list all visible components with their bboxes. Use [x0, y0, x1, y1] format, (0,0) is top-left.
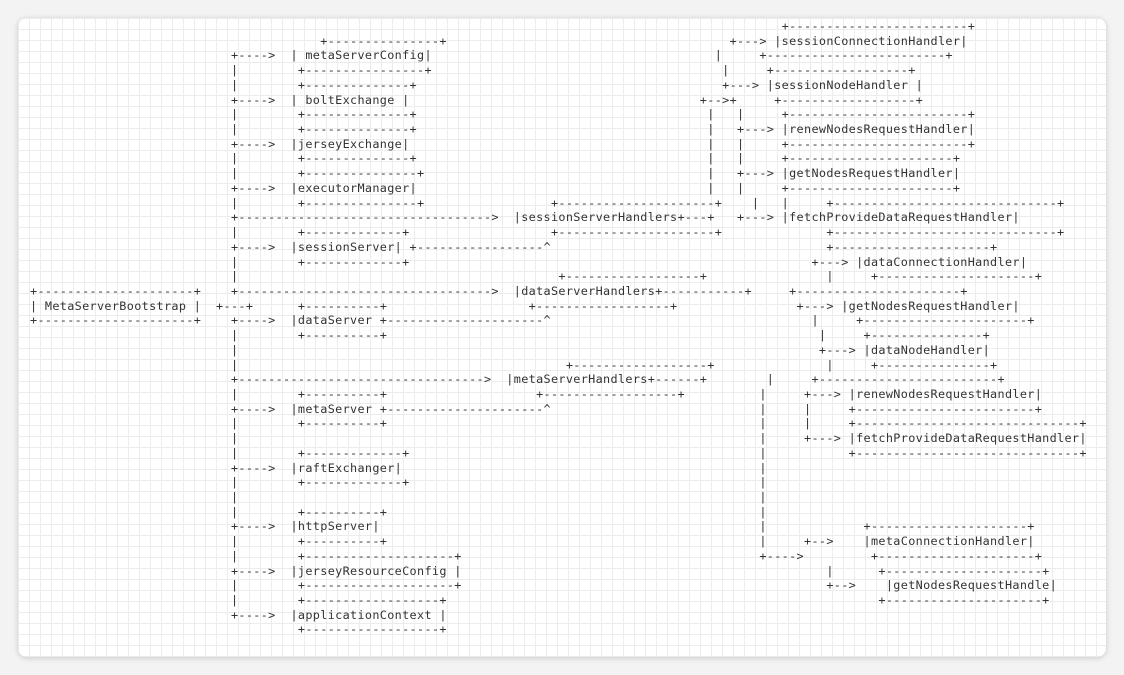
diagram-line: +---------------+ +---> |sessionConnecti… [30, 33, 968, 48]
diagram-line: | +----------+ | [30, 504, 767, 519]
diagram-line: | +--------------+ | | +----------------… [30, 151, 961, 166]
diagram-line: | +------------------+ | +--------------… [30, 357, 998, 372]
diagram-line: +------------------+ [30, 622, 447, 637]
diagram-line: +------------------------+ [30, 19, 976, 33]
diagram-line: +----> |raftExchanger| | [30, 460, 767, 475]
diagram-line: | +-------------+ | +-------------------… [30, 445, 1087, 460]
diagram-line: +----> |sessionServer| +----------------… [30, 239, 998, 254]
diagram-line: | +--------------------+ +----> +-------… [30, 548, 1043, 563]
diagram-line: | +---------------+ +-------------------… [30, 195, 1065, 210]
diagram-line: +----------------------------------> |se… [30, 210, 1020, 225]
diagram-line: | +------------------+ | +--------------… [30, 269, 1043, 284]
diagram-line: | +-------------+ +---------------------… [30, 225, 1065, 240]
diagram-line: | | +---> |fetchProvideDataRequestHandle… [30, 431, 1087, 446]
diagram-line: +----> |executorManager| | | +----------… [30, 180, 961, 195]
diagram-line: +----> |applicationContext | [30, 607, 447, 622]
diagram-line: | +--------------+ | +---> |renewNodesRe… [30, 122, 976, 137]
diagram-line: +----> | boltExchange | +-->+ +---------… [30, 92, 924, 107]
diagram-line: +----> |jerseyResourceConfig | | +------… [30, 563, 1050, 578]
diagram-line: | +---> |dataNodeHandler| [30, 342, 991, 357]
diagram-line: | +----------+ | | +--------------------… [30, 416, 1087, 431]
diagram-line: | +----------+ | +---------------+ [30, 328, 991, 343]
diagram-line: +----> |jerseyExchange| | | +-----------… [30, 136, 976, 151]
diagram-line: | +----------+ | +--> |metaConnectionHan… [30, 534, 1035, 549]
diagram-line: | | [30, 490, 767, 504]
diagram-line: | +--------------+ +---> |sessionNodeHan… [30, 77, 924, 92]
diagram-line: +---------------------------------> |met… [30, 372, 1005, 387]
diagram-line: | +--------------+ | | +----------------… [30, 107, 976, 122]
diagram-line: | +--------------------+ +--> |getNodesR… [30, 578, 1058, 593]
diagram-line: | +-------------+ +---> |dataConnectionH… [30, 254, 1028, 269]
code-block-card: +------------------------+ +------------… [18, 18, 1106, 657]
diagram-line: +---------------------+ +----> |dataServ… [30, 313, 1035, 328]
diagram-line: +----> |metaServer +--------------------… [30, 401, 1043, 416]
diagram-line: +----> | metaServerConfig| | +----------… [30, 48, 953, 63]
diagram-line: | MetaServerBootstrap | +---+ +---------… [30, 298, 1020, 313]
diagram-line: | +-------------+ | [30, 475, 767, 490]
diagram-line: +----> |httpServer| | +-----------------… [30, 519, 1035, 534]
diagram-line: | +----------------+ | +----------------… [30, 63, 916, 78]
diagram-line: | +------------------+ +----------------… [30, 593, 1050, 608]
diagram-line: +---------------------+ +---------------… [30, 283, 968, 298]
diagram-line: | +----------+ +------------------+ | +-… [30, 386, 1043, 401]
diagram-line: | +---------------+ | +---> |getNodesReq… [30, 166, 961, 181]
ascii-architecture-diagram: +------------------------+ +------------… [30, 19, 1087, 637]
